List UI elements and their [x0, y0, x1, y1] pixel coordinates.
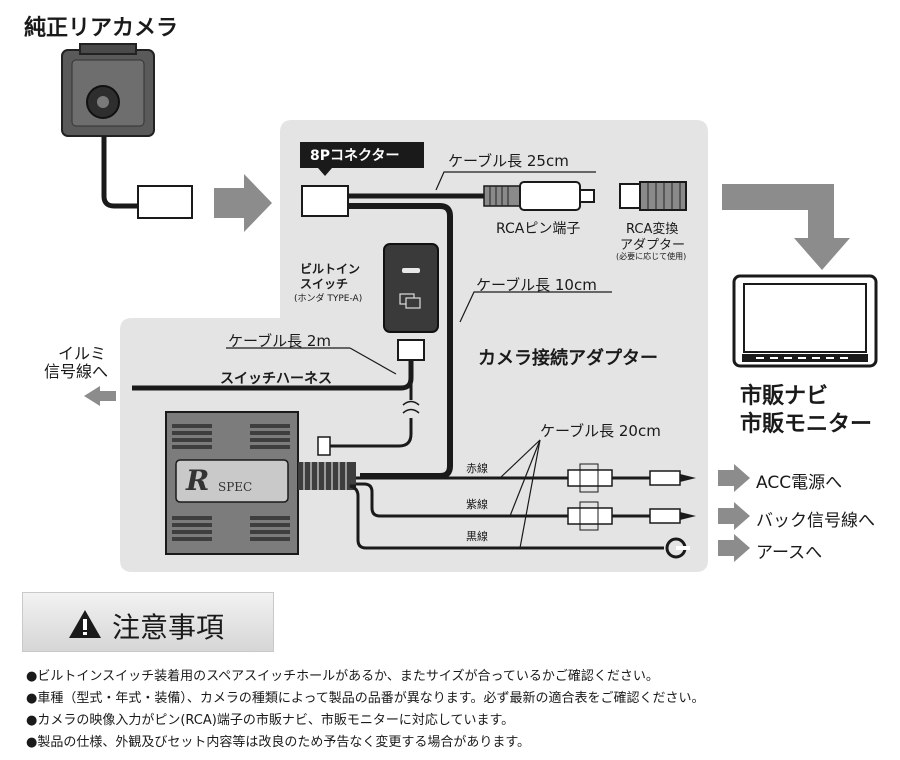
notice-title: 注意事項	[112, 611, 225, 644]
builtin-switch	[383, 243, 439, 333]
rca-adapter-label-1: RCA変換	[626, 222, 679, 237]
adapter-module	[165, 411, 356, 555]
8p-connector-label-box	[300, 142, 424, 168]
notice-item: ●製品の仕様、外観及びセット内容等は改良のため予告なく変更する場合があります。	[26, 735, 531, 750]
arrow-down-icon	[722, 184, 850, 270]
arrow-right-icon	[214, 174, 272, 232]
rca-adapter	[619, 181, 687, 211]
notice-list: ●ビルトインスイッチ装着用のスペアスイッチホールがあるか、またサイズが合っている…	[26, 666, 705, 754]
warning-icon	[69, 610, 101, 638]
back-signal-terminal	[567, 501, 696, 531]
acc-terminal	[567, 463, 696, 493]
cable-25-label: ケーブル長 25cm	[448, 152, 569, 170]
module-logo: SPEC	[218, 480, 253, 494]
purple-wire-label: 紫線	[466, 498, 488, 511]
camera-connector	[137, 185, 193, 219]
diagram-title: 純正リアカメラ	[24, 16, 179, 41]
illumi-label-2: 信号線へ	[44, 362, 109, 381]
rca-adapter-note: (必要に応じて使用)	[616, 252, 687, 261]
8p-connector	[301, 185, 349, 217]
black-wire-label: 黒線	[466, 530, 488, 543]
arrow-ground-icon	[718, 534, 750, 562]
rear-camera	[61, 43, 155, 137]
cable-10-label: ケーブル長 10cm	[476, 276, 597, 294]
navi-label-1: 市販ナビ	[740, 384, 829, 409]
module-sub-connector	[317, 436, 331, 456]
rca-pin-label: RCAピン端子	[496, 221, 581, 237]
rca-adapter-label-2: アダプター	[620, 238, 686, 253]
cable-20-label: ケーブル長 20cm	[540, 422, 661, 440]
switch-connector	[397, 339, 425, 361]
builtin-switch-note: (ホンダ TYPE-A)	[294, 294, 363, 304]
notice-header-panel	[22, 592, 274, 652]
navi-monitor	[732, 274, 878, 368]
arrow-acc-icon	[718, 464, 750, 492]
ground-terminal	[665, 537, 690, 559]
ground-label: アースへ	[756, 543, 823, 563]
back-signal-label: バック信号線へ	[756, 511, 875, 531]
wiring-diagram	[61, 43, 878, 572]
acc-label: ACC電源へ	[756, 473, 843, 493]
builtin-switch-label-1: ビルトイン	[300, 262, 361, 276]
navi-label-2: 市販モニター	[740, 412, 873, 437]
red-wire-label: 赤線	[466, 462, 488, 475]
switch-harness-label: スイッチハーネス	[220, 371, 332, 387]
notice-item: ●車種（型式・年式・装備）、カメラの種類によって製品の品番が異なります。必ず最新…	[26, 691, 705, 706]
rca-pin-connector	[483, 181, 595, 211]
module-logo-r: R	[186, 464, 210, 497]
illumi-label-1: イルミ	[58, 344, 107, 363]
8p-connector-label: 8Pコネクター	[310, 148, 400, 164]
arrow-back-icon	[718, 502, 750, 530]
arrow-left-icon	[84, 386, 116, 406]
camera-adapter-label: カメラ接続アダプター	[478, 348, 658, 369]
notice-item: ●カメラの映像入力がピン(RCA)端子の市販ナビ、市販モニターに対応しています。	[26, 713, 515, 728]
notice-item: ●ビルトインスイッチ装着用のスペアスイッチホールがあるか、またサイズが合っている…	[26, 669, 659, 684]
cable-2m-label: ケーブル長 2m	[228, 332, 332, 350]
builtin-switch-label-2: スイッチ	[300, 277, 349, 291]
